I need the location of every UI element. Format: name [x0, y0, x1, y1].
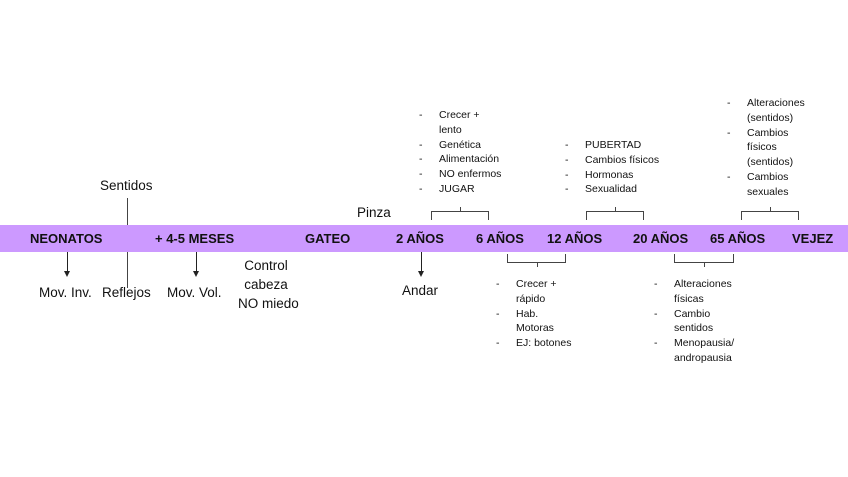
list-item: Crecer + lento [419, 108, 499, 138]
list-item: Cambios sexuales [727, 170, 802, 200]
mov-inv-label: Mov. Inv. [39, 285, 92, 300]
brace-20-65 [674, 254, 734, 267]
stage-4-5-meses: + 4-5 MESES [155, 231, 235, 246]
list-item: JUGAR [419, 182, 529, 197]
stage-vejez: VEJEZ [792, 231, 834, 246]
list-item: Crecer + rápido [496, 277, 566, 307]
list-item: Sexualidad [565, 182, 685, 197]
control-line: Control [244, 258, 288, 273]
list-65-vejez: Alteraciones (sentidos) Cambios físicos … [727, 96, 837, 200]
list-item: PUBERTAD [565, 138, 685, 153]
list-item: Genética [419, 138, 529, 153]
sentidos-label: Sentidos [100, 178, 153, 193]
andar-label: Andar [402, 283, 439, 298]
arrow-4-5-meses [193, 252, 199, 277]
list-2-6-years: Crecer + lento Genética Alimentación NO … [419, 108, 529, 197]
no-miedo-line: NO miedo [238, 296, 299, 311]
reflejos-label: Reflejos [102, 285, 151, 300]
arrow-neonatos [64, 252, 70, 277]
cabeza-line: cabeza [244, 277, 288, 292]
brace-12-20 [586, 207, 644, 220]
list-item: Hormonas [565, 168, 685, 183]
list-item: Menopausia/ andropausia [654, 336, 744, 366]
list-item: Alimentación [419, 152, 529, 167]
stage-12-anos: 12 AÑOS [547, 231, 603, 246]
brace-2-6 [431, 207, 489, 220]
list-item: Cambios físicos (sentidos) [727, 126, 802, 170]
list-item: Alteraciones físicas [654, 277, 744, 307]
list-item: EJ: botones [496, 336, 596, 351]
list-6-12-years: Crecer + rápido Hab. Motoras EJ: botones [496, 277, 596, 351]
list-12-20-years: PUBERTAD Cambios físicos Hormonas Sexual… [565, 138, 685, 197]
list-item: Alteraciones (sentidos) [727, 96, 817, 126]
list-20-65-years: Alteraciones físicas Cambio sentidos Men… [654, 277, 764, 366]
list-item: NO enfermos [419, 167, 529, 182]
stage-20-anos: 20 AÑOS [633, 231, 689, 246]
pinza-label: Pinza [357, 205, 391, 220]
brace-6-12 [507, 254, 566, 267]
brace-65-vejez [741, 207, 799, 220]
control-cabeza-label: Control cabeza NO miedo [238, 256, 299, 313]
stage-65-anos: 65 AÑOS [710, 231, 766, 246]
stage-neonatos: NEONATOS [30, 231, 103, 246]
mov-vol-label: Mov. Vol. [167, 285, 222, 300]
list-item: Cambios físicos [565, 153, 685, 168]
arrow-2-anos [418, 252, 424, 277]
stage-6-anos: 6 AÑOS [476, 231, 524, 246]
timeline-bar [0, 225, 848, 252]
list-item: Cambio sentidos [654, 307, 724, 337]
stage-2-anos: 2 AÑOS [396, 231, 444, 246]
stage-gateo: GATEO [305, 231, 351, 246]
list-item: Hab. Motoras [496, 307, 561, 337]
